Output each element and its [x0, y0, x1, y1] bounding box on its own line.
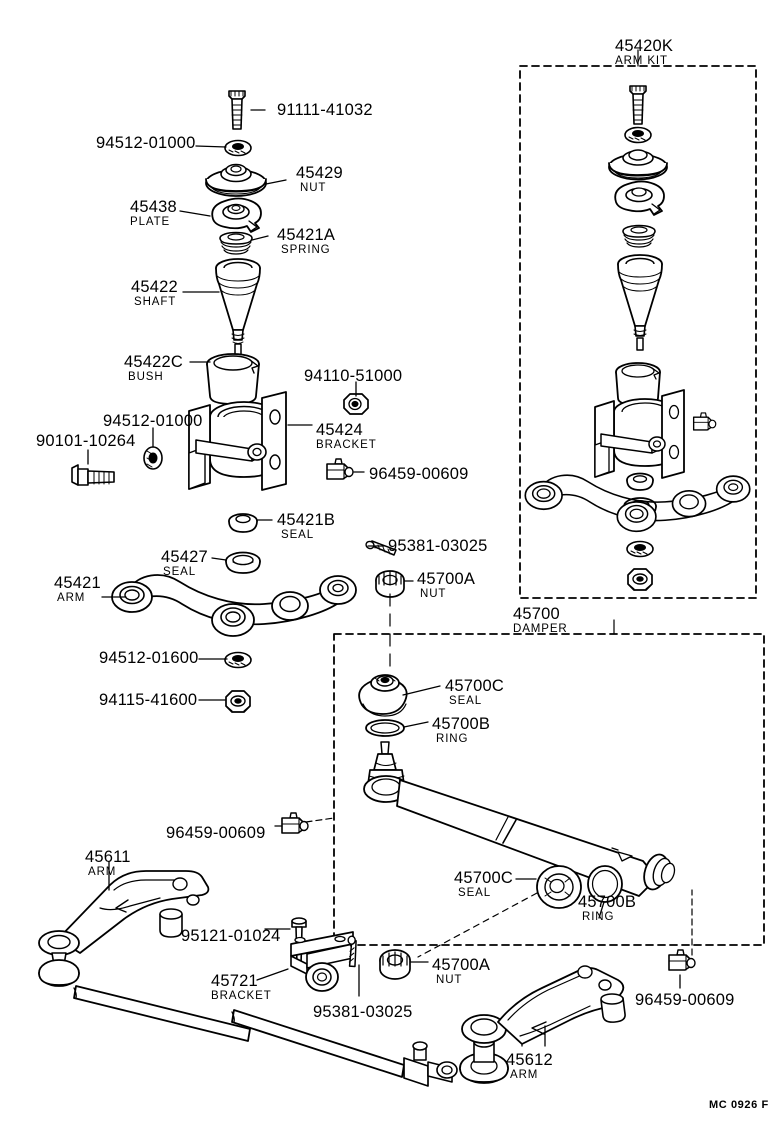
part-label-94512-01000-upper: 94512-01000: [96, 134, 196, 152]
part-subname-45700c-lower: SEAL: [458, 887, 492, 899]
group-label-45420k: 45420K: [615, 37, 674, 55]
part-label-45427: 45427: [161, 548, 208, 566]
part-label-45422c: 45422C: [124, 353, 183, 371]
part-subname-45421a: SPRING: [281, 244, 331, 256]
tie-rod-upper: [73, 985, 251, 1042]
part-label-45612: 45612: [506, 1051, 553, 1069]
part-label-45438: 45438: [130, 198, 177, 216]
part-ring-45700b-lower: [587, 865, 623, 903]
part-ring-45700b-upper: [365, 719, 405, 737]
part-label-45421b: 45421B: [277, 511, 336, 529]
part-washer-94512-upper: [224, 139, 252, 157]
part-subname-45700a-lower: NUT: [436, 974, 463, 986]
sheet-watermark: MC 0926 F: [709, 1099, 769, 1111]
part-subname-45421b: SEAL: [281, 529, 315, 541]
part-label-45700a-upper: 45700A: [417, 570, 476, 588]
part-label-45421: 45421: [54, 574, 101, 592]
part-bolt-91111: [228, 90, 246, 130]
part-subname-45429: NUT: [300, 182, 327, 194]
group-subname-45420k: ARM KIT: [615, 55, 668, 67]
part-subname-45438: PLATE: [130, 216, 171, 228]
lower-linkage-assembly: [38, 812, 696, 1087]
part-subname-45422c: BUSH: [128, 371, 164, 383]
part-subname-45611: ARM: [88, 866, 117, 878]
part-seal-45700c-upper: [358, 674, 408, 717]
part-bolt-90101: [71, 464, 115, 486]
part-label-94115-41600: 94115-41600: [99, 691, 198, 709]
part-label-94512-01000-lower: 94512-01000: [103, 412, 203, 430]
part-label-96459-00609-left: 96459-00609: [166, 824, 266, 842]
part-label-45700b-upper: 45700B: [432, 715, 491, 733]
part-label-95121-01024: 95121-01024: [181, 927, 281, 945]
part-label-45700c-upper: 45700C: [445, 677, 504, 695]
part-subname-45721: BRACKET: [211, 990, 272, 1002]
part-label-96459-00609-upper: 96459-00609: [369, 465, 469, 483]
part-nut-45429: [205, 163, 267, 197]
center-joint: [403, 1014, 509, 1087]
part-grease-96459-upper: [326, 458, 354, 480]
part-subname-45424: BRACKET: [316, 439, 377, 451]
part-subname-45422: SHAFT: [134, 296, 177, 308]
part-bracket-45424: [188, 391, 287, 491]
part-subname-45700b-upper: RING: [436, 733, 469, 745]
part-label-94110-51000: 94110-51000: [304, 367, 403, 385]
part-bracket-45721: [290, 931, 354, 992]
part-subname-45700c-upper: SEAL: [449, 695, 483, 707]
part-label-45421a: 45421A: [277, 226, 336, 244]
part-label-94512-01600: 94512-01600: [99, 649, 199, 667]
part-seal-45427: [225, 551, 261, 574]
part-grease-96459-right: [668, 949, 696, 971]
part-seal-45700c-lower: [536, 865, 582, 909]
part-label-45429: 45429: [296, 164, 343, 182]
part-arm-45612: [497, 965, 626, 1045]
part-nut-94110: [343, 393, 369, 415]
part-washer-94512-01600: [224, 651, 252, 669]
part-label-95381-03025-upper: 95381-03025: [388, 537, 488, 555]
part-label-45700a-lower: 45700A: [432, 956, 491, 974]
part-label-45611: 45611: [85, 848, 131, 866]
tie-rod-lower: [231, 1009, 405, 1078]
part-label-45700b-lower: 45700B: [578, 893, 637, 911]
arm-kit-contents: [524, 85, 751, 591]
part-grease-96459-left: [281, 812, 309, 834]
part-bush-45422c: [206, 353, 260, 405]
part-subname-45700b-lower: RING: [582, 911, 615, 923]
part-label-91111-41032: 91111-41032: [277, 101, 373, 119]
damper-box: [333, 619, 765, 946]
part-arm-45611: [38, 870, 210, 987]
part-arm-45421: [111, 574, 357, 637]
group-subname-45700: DAMPER: [513, 623, 568, 635]
part-subname-45427: SEAL: [163, 566, 197, 578]
part-nut-45700a-lower: [379, 949, 411, 980]
damper-contents: [358, 674, 676, 958]
arm-kit-box: [519, 49, 757, 599]
part-label-45422: 45422: [131, 278, 178, 296]
part-label-96459-00609-right: 96459-00609: [635, 991, 735, 1009]
part-subname-45421: ARM: [57, 592, 86, 604]
part-label-95381-03025-lower: 95381-03025: [313, 1003, 413, 1021]
part-label-90101-10264: 90101-10264: [36, 432, 136, 450]
part-label-45721: 45721: [211, 972, 258, 990]
part-label-45700c-lower: 45700C: [454, 869, 513, 887]
part-nut-94115: [225, 690, 251, 713]
part-subname-45612: ARM: [510, 1069, 539, 1081]
group-label-45700: 45700: [513, 605, 560, 623]
part-plate-45438: [211, 197, 262, 233]
part-shaft-45422: [215, 258, 261, 357]
part-washer-94512-lower: [143, 446, 163, 470]
part-nut-45700a-upper: [375, 570, 405, 598]
upper-shaft-stack: [71, 90, 414, 713]
part-subname-45700a-upper: NUT: [420, 588, 447, 600]
part-seal-45421b: [228, 513, 258, 533]
damper-body: [396, 779, 676, 897]
part-spring-45421a: [219, 231, 253, 255]
part-label-45424: 45424: [316, 421, 363, 439]
